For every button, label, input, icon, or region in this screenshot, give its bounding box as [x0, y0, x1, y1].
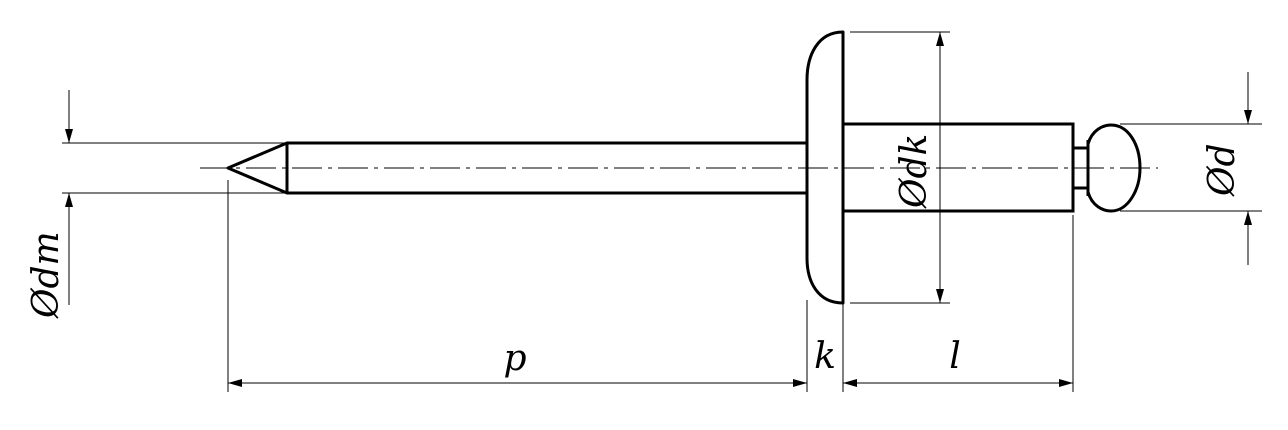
label-l: l — [949, 336, 961, 377]
label-k: k — [814, 336, 836, 377]
label-dm: Ødm — [26, 231, 67, 319]
label-dk: Ødk — [894, 134, 935, 209]
label-d: Ød — [1202, 143, 1243, 197]
label-p: p — [503, 338, 526, 379]
rivet-head — [805, 30, 845, 305]
rivet-body — [841, 122, 1075, 213]
mandrel-ball — [1086, 123, 1142, 213]
extension-lines — [62, 31, 1262, 392]
mandrel — [226, 141, 807, 195]
